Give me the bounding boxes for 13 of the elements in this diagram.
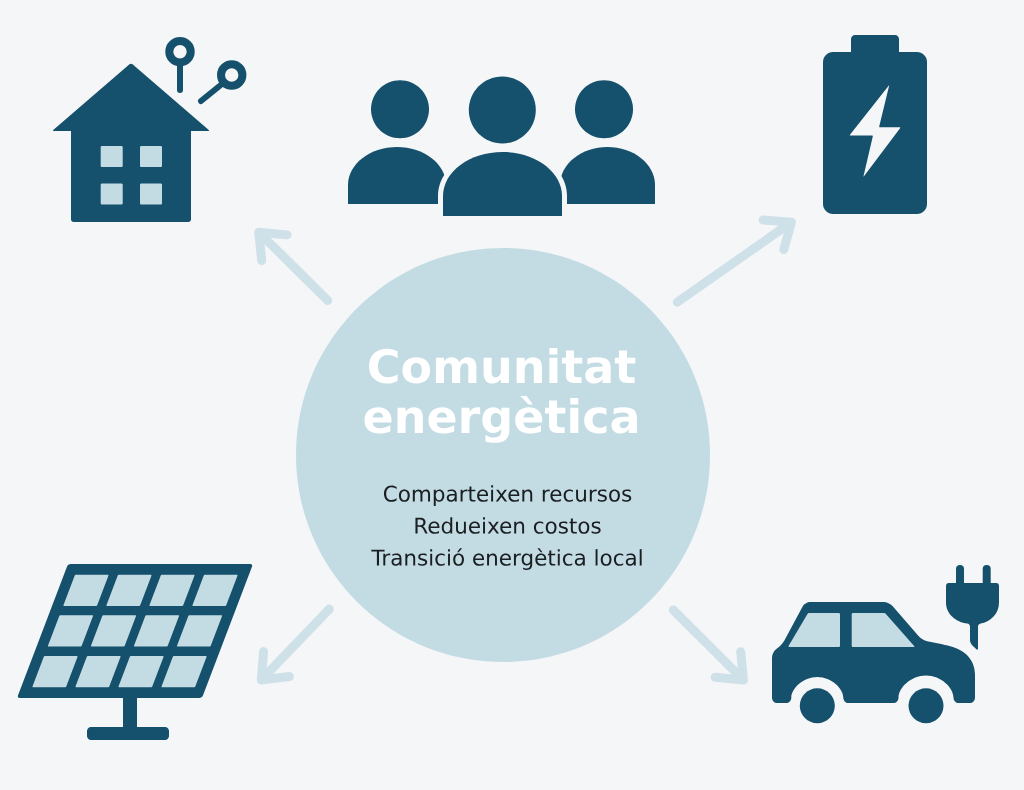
arrow xyxy=(256,604,334,685)
arrow xyxy=(254,227,333,305)
people-icon xyxy=(348,76,655,216)
electric-car-icon xyxy=(772,565,999,724)
body-text: Transició energètica local xyxy=(371,548,642,570)
body-text: Redueixen costos xyxy=(415,517,601,534)
body-text: Comparteixen recursos xyxy=(383,485,632,506)
battery-icon xyxy=(823,35,927,214)
house-icon xyxy=(53,37,247,222)
title: Comunitat energètica xyxy=(364,347,637,443)
arrow xyxy=(672,215,796,307)
arrow xyxy=(668,605,748,685)
solar-panel-icon xyxy=(17,564,253,740)
